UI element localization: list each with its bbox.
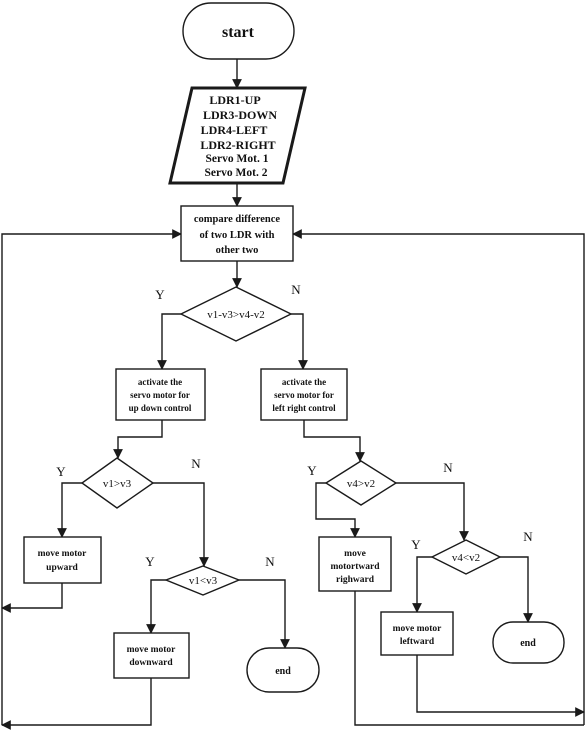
yes-label-v1v3: Y: [56, 464, 66, 479]
move-up-line1: move motor: [38, 549, 88, 559]
decision-v1lt-label: v1<v3: [189, 575, 218, 587]
yes-label-v4lt: Y: [411, 537, 421, 552]
decision-v1-gt-v3: v1>v3: [80, 457, 155, 509]
arrow-no-v1v3: [153, 482, 209, 567]
decision-v4lt-label: v4<v2: [452, 552, 480, 564]
connectors: [1, 59, 585, 730]
decision-v1-lt-v3: v1<v3: [164, 565, 241, 596]
compare-line1: compare difference: [194, 214, 281, 225]
arrow-no-v4v2: [396, 482, 469, 541]
activate-ud-line1: activate the: [138, 377, 182, 387]
end-terminal-left: end: [246, 647, 320, 693]
input-parallelogram: LDR1-UP LDR3-DOWN LDR4-LEFT LDR2-RIGHT S…: [168, 86, 307, 185]
move-down-process: move motor downward: [113, 632, 190, 679]
arrow-yes-v1v3: [57, 482, 82, 538]
move-right-line2: motortward: [330, 562, 380, 572]
move-left-process: move motor leftward: [380, 611, 454, 656]
input-ldr2: LDR2-RIGHT: [200, 138, 275, 152]
decision-v4-lt-v2: v4<v2: [430, 539, 502, 575]
activate-updown-process: activate the servo motor for up down con…: [115, 368, 206, 421]
arrow-yes-main: [157, 313, 181, 370]
decision-main: v1-v3>v4-v2: [179, 286, 293, 342]
move-up-line2: upward: [46, 563, 78, 573]
end-right-label: end: [520, 638, 536, 649]
arrow-no-v1lt: [239, 579, 290, 649]
activate-lr-line2: servo motor for: [274, 390, 334, 400]
arrow-left-return: [416, 655, 585, 717]
start-terminal: start: [182, 2, 295, 60]
move-right-line3: righward: [336, 575, 375, 585]
yes-label-v1lt: Y: [145, 554, 155, 569]
arrow-lr-to-v4v2: [303, 420, 365, 462]
compare-process: compare difference of two LDR with other…: [180, 205, 294, 262]
decision-main-label: v1-v3>v4-v2: [207, 309, 265, 321]
move-left-line1: move motor: [393, 624, 443, 634]
arrow-no-v4lt: [500, 556, 533, 623]
no-label-v1v3: N: [191, 456, 201, 471]
arrow-up-return: [1, 583, 63, 613]
end-left-label: end: [275, 666, 291, 677]
decision-v4-gt-v2: v4>v2: [324, 460, 398, 506]
input-servo1: Servo Mot. 1: [206, 153, 269, 165]
move-right-line1: move: [344, 549, 366, 559]
arrow-right-return: [354, 591, 584, 726]
arrow-right-loop: [292, 229, 585, 725]
arrow-left-loop: [1, 229, 182, 725]
activate-ud-line2: servo motor for: [130, 390, 190, 400]
start-label: start: [222, 24, 255, 41]
decision-v4v2-label: v4>v2: [347, 478, 375, 490]
arrow-yes-v1lt: [146, 579, 166, 634]
move-left-line2: leftward: [400, 637, 435, 647]
input-ldr3: LDR3-DOWN: [203, 108, 277, 122]
activate-lr-line1: activate the: [282, 377, 326, 387]
input-ldr4: LDR4-LEFT: [201, 123, 268, 137]
move-right-process: move motortward righward: [318, 536, 392, 592]
arrow-no-main: [291, 313, 308, 370]
yes-label-v4v2: Y: [307, 463, 317, 478]
activate-ud-line3: up down control: [129, 403, 192, 413]
input-servo2: Servo Mot. 2: [205, 167, 268, 179]
arrow-yes-v4lt: [412, 556, 432, 613]
activate-leftright-process: activate the servo motor for left right …: [260, 368, 348, 421]
no-label-main: N: [291, 282, 301, 297]
move-up-process: move motor upward: [23, 536, 102, 584]
no-label-v4lt: N: [523, 529, 533, 544]
move-down-line1: move motor: [127, 645, 177, 655]
move-down-line2: downward: [129, 658, 173, 668]
no-label-v4v2: N: [443, 460, 453, 475]
activate-lr-line3: left right control: [272, 403, 336, 413]
decision-v1v3-label: v1>v3: [103, 478, 132, 490]
arrow-ud-to-v1v3: [113, 420, 163, 459]
compare-line3: other two: [216, 245, 259, 256]
input-ldr1: LDR1-UP: [209, 93, 260, 107]
yes-label-main: Y: [155, 287, 165, 302]
arrow-yes-v4v2: [315, 482, 360, 538]
compare-line2: of two LDR with: [200, 230, 275, 241]
arrow-down-return: [1, 678, 152, 730]
no-label-v1lt: N: [265, 554, 275, 569]
end-terminal-right: end: [492, 621, 565, 664]
